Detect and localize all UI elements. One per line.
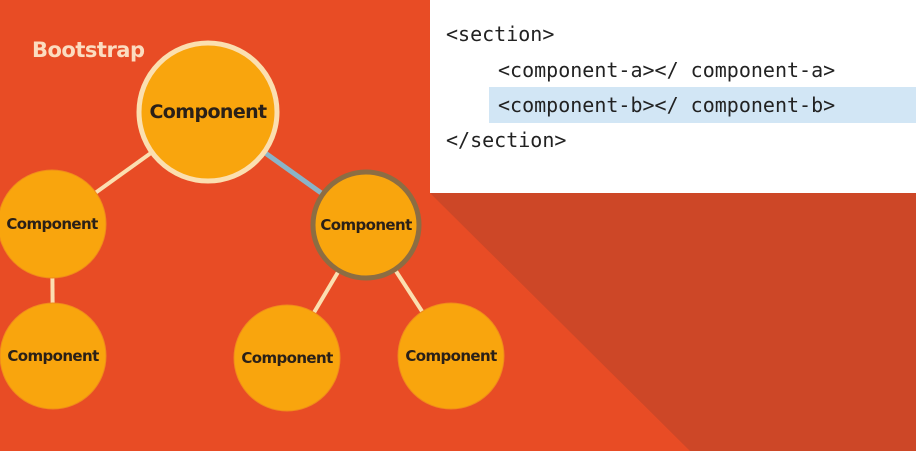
node-right-child-b — [397, 302, 505, 410]
node-label-left-child: Component — [7, 347, 99, 365]
node-label-right: Component — [320, 216, 412, 234]
node-label-left: Component — [6, 215, 98, 233]
node-left — [0, 169, 107, 279]
node-right-child-a — [233, 304, 341, 412]
node-root — [136, 40, 280, 184]
code-line-section-close: </section> — [446, 128, 567, 152]
code-panel: <section> <component-a></ component-a> <… — [430, 0, 916, 193]
code-line-component-b: <component-b></ component-b> — [498, 93, 836, 117]
node-label-right-child-b: Component — [405, 347, 497, 365]
node-label-root: Component — [149, 101, 267, 123]
node-right — [310, 169, 422, 281]
code-highlight — [489, 87, 916, 123]
node-left-child — [0, 302, 107, 410]
diagram-title: Bootstrap — [32, 38, 145, 62]
shadow-band — [430, 193, 916, 451]
node-label-right-child-a: Component — [241, 349, 333, 367]
code-line-section-open: <section> — [446, 22, 555, 46]
code-line-component-a: <component-a></ component-a> — [498, 58, 836, 82]
